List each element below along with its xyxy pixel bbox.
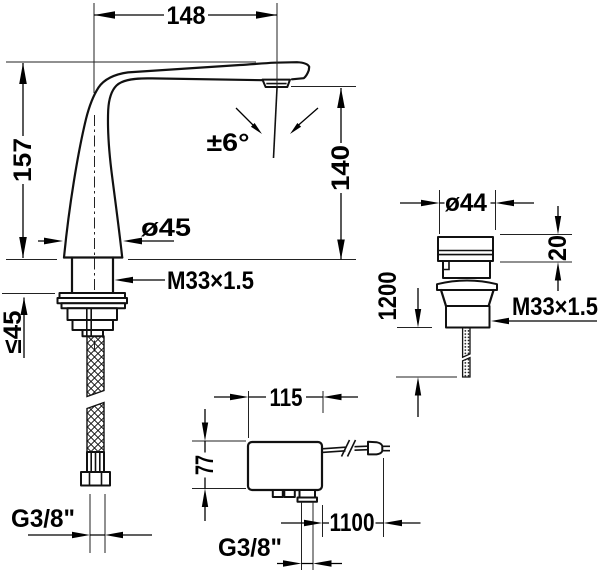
dim-box-width: 115 — [214, 384, 358, 438]
braided-hose-lower — [86, 401, 105, 453]
valve-neck — [442, 260, 491, 279]
box-terminal-right — [283, 489, 296, 498]
hose-hex-facets — [88, 473, 103, 485]
dim-box-height: 77 — [191, 409, 246, 521]
valve-cable-upper — [461, 326, 471, 359]
dim-outlet-height-label: 140 — [327, 145, 355, 191]
dim-box-height-label: 77 — [191, 455, 219, 475]
dim-shank-thread-label: M33×1.5 — [167, 267, 254, 295]
dim-cord-length: 1100 — [281, 458, 421, 537]
faucet-side-view — [56, 61, 311, 487]
faucet-spout-outline — [62, 61, 311, 259]
box-terminal-left — [271, 489, 284, 498]
box-outlet-flange — [296, 496, 318, 503]
power-plug — [367, 440, 384, 456]
dim-valve-cable-length-label: 1200 — [374, 272, 402, 321]
dim-reach: 148 — [93, 2, 278, 93]
fixing-stud — [86, 308, 92, 336]
dim-outlet-height: 140 — [128, 86, 356, 260]
box-outlet-pipe — [301, 501, 314, 570]
dim-box-outlet-connection: G3/8" — [218, 534, 342, 567]
dim-supply-connection: G3/8" — [11, 494, 152, 553]
dim-spray-angle-label: ±6° — [207, 129, 250, 157]
water-stream-line — [272, 87, 278, 159]
dim-valve-diameter-label: ø44 — [445, 189, 487, 217]
dim-max-deck-thickness: ≤45 — [0, 293, 55, 358]
valve-lower-body — [445, 305, 491, 329]
hose-collar — [81, 329, 104, 338]
valve-knob-seams — [438, 249, 493, 256]
fixing-nut-lower — [71, 319, 114, 331]
dim-cord-length-label: 1100 — [330, 509, 375, 537]
faucet-body-inner-outline — [106, 77, 265, 259]
shank — [70, 256, 115, 295]
box-outlet-union — [298, 489, 316, 499]
valve-neck-notch — [443, 261, 450, 271]
valve-dome-flange — [436, 279, 498, 291]
dim-total-height-label: 157 — [9, 138, 37, 182]
dim-valve-diameter: ø44 — [400, 189, 534, 234]
power-cord — [321, 445, 369, 454]
dim-valve-cable-length: 1200 — [374, 272, 457, 417]
dim-box-width-label: 115 — [270, 384, 303, 412]
dim-handle-height-label: 20 — [544, 235, 572, 261]
dim-supply-connection-label: G3/8" — [11, 505, 75, 533]
dim-base-diameter: ø45 — [38, 214, 191, 245]
dim-handle-height: 20 — [500, 206, 572, 291]
cord-break-symbol — [340, 439, 357, 457]
dim-spray-angle: ±6° — [207, 107, 319, 157]
hose-crimp-ribs — [90, 453, 101, 471]
control-box-view — [246, 439, 390, 570]
dim-box-outlet-connection-label: G3/8" — [218, 534, 282, 562]
plug-prongs — [382, 445, 390, 452]
fixing-nut-upper — [66, 307, 118, 322]
dim-valve-thread: M33×1.5 — [491, 293, 598, 325]
dim-max-deck-thickness-label: ≤45 — [0, 310, 27, 353]
dim-base-diameter-label: ø45 — [141, 214, 191, 242]
valve-knob — [437, 236, 494, 262]
dim-shank-thread: M33×1.5 — [114, 267, 254, 295]
hose-hex-nut — [80, 471, 111, 487]
dim-reach-label: 148 — [167, 2, 206, 30]
valve-unit-view — [436, 236, 498, 378]
dim-total-height: 157 — [6, 61, 256, 260]
valve-cable-lower — [461, 356, 471, 378]
dim-valve-thread-label: M33×1.5 — [512, 293, 598, 321]
braided-hose-upper — [86, 335, 105, 398]
valve-skirt — [439, 288, 495, 308]
